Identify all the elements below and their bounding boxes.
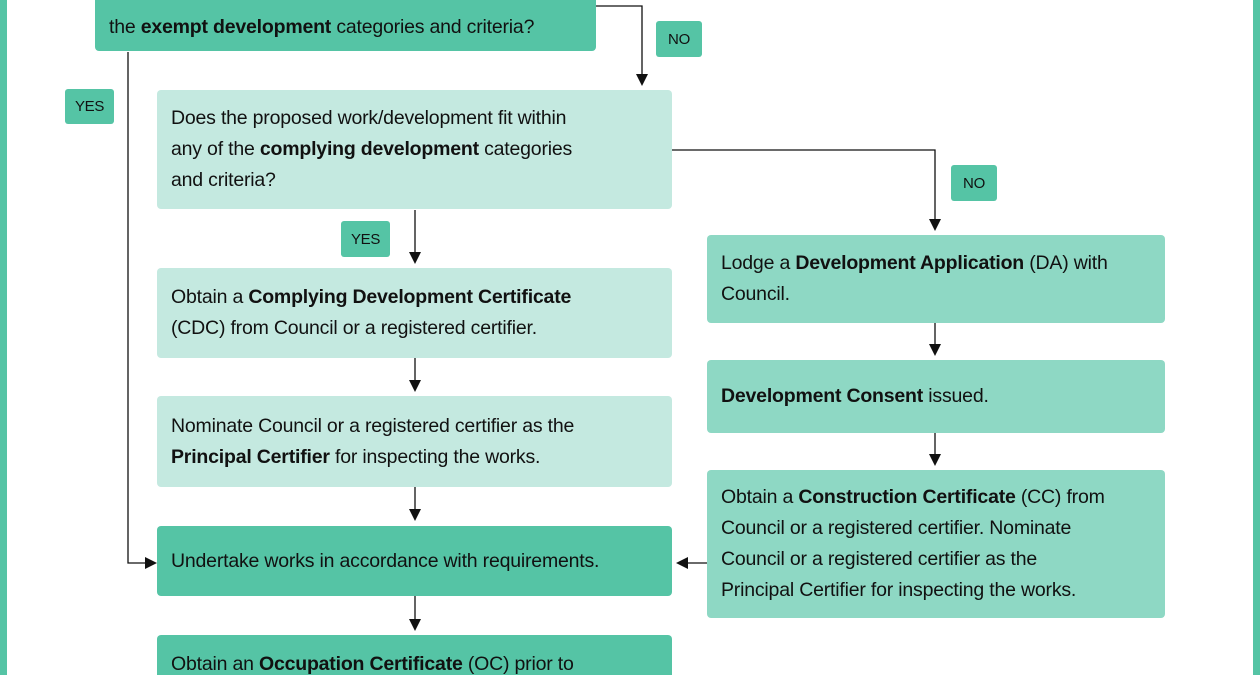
step-construction-certificate: Obtain a Construction Certificate (CC) f…: [707, 470, 1165, 618]
connector-exempt-yes: [127, 52, 145, 564]
step-text-line: Development Consent issued.: [721, 385, 989, 407]
arrowhead-oc: [409, 619, 421, 631]
step-text-line: Nominate Council or a registered certifi…: [171, 414, 575, 437]
step-text-line: Principal Certifier for inspecting the w…: [171, 445, 541, 468]
step-text-line: Council.: [721, 283, 790, 305]
step-text-line: Does the proposed work/development fit w…: [171, 107, 567, 129]
arrowhead-undertake-right: [676, 557, 688, 569]
step-text-line: Council or a registered certifier. Nomin…: [721, 517, 1072, 539]
yes-label-middle: YES: [341, 221, 390, 257]
left-border: [0, 0, 7, 675]
step-text-line: Principal Certifier for inspecting the w…: [721, 579, 1077, 601]
connector-exempt-no: [596, 5, 643, 74]
step-obtain-cdc: Obtain a Complying Development Certifica…: [157, 268, 672, 358]
no-label-right: NO: [951, 165, 997, 201]
step-nominate-principal-certifier: Nominate Council or a registered certifi…: [157, 396, 672, 487]
emphasis-term: complying development: [259, 138, 479, 160]
step-text-line: (CDC) from Council or a registered certi…: [171, 317, 537, 339]
step-text-line: Undertake works in accordance with requi…: [171, 549, 600, 572]
emphasis-term: Occupation Certificate: [258, 653, 463, 675]
emphasis-term: Development Application: [795, 252, 1025, 274]
step-development-application: Lodge a Development Application (DA) wit…: [707, 235, 1165, 323]
arrowhead-da: [929, 219, 941, 231]
step-text: the exempt development categories and cr…: [109, 16, 535, 38]
step-exempt-question: the exempt development categories and cr…: [95, 0, 596, 51]
arrowhead-undertake-top: [409, 509, 421, 521]
step-text-line: Obtain a Construction Certificate (CC) f…: [721, 486, 1105, 508]
arrowhead-undertake-left: [145, 557, 157, 569]
emphasis-term: exempt development: [140, 16, 332, 38]
yes-label-left: YES: [65, 89, 114, 124]
no-label-top: NO: [656, 21, 702, 57]
step-text-line: Obtain a Complying Development Certifica…: [171, 286, 572, 308]
step-undertake-works: Undertake works in accordance with requi…: [157, 526, 672, 596]
emphasis-term: Principal Certifier: [171, 445, 330, 468]
step-text-line: any of the complying development categor…: [171, 138, 573, 160]
step-text-line: Obtain an Occupation Certificate (OC) pr…: [171, 653, 574, 675]
step-text-line: Council or a registered certifier as the: [721, 548, 1038, 570]
connector-complying-no: [672, 149, 936, 219]
right-border: [1253, 0, 1260, 675]
arrowhead-consent: [929, 344, 941, 356]
arrowhead-principal: [409, 380, 421, 392]
arrowhead-cc: [929, 454, 941, 466]
step-text-line: Lodge a Development Application (DA) wit…: [721, 252, 1108, 274]
step-development-consent: Development Consent issued.: [707, 360, 1165, 433]
arrowhead-complying: [636, 74, 648, 86]
emphasis-term: Construction Certificate: [798, 486, 1016, 508]
emphasis-term: Development Consent: [721, 385, 924, 407]
step-complying-question: Does the proposed work/development fit w…: [157, 90, 672, 209]
step-text-line: and criteria?: [171, 169, 276, 191]
step-occupation-certificate: Obtain an Occupation Certificate (OC) pr…: [157, 635, 672, 675]
emphasis-term: Complying Development Certificate: [248, 286, 572, 308]
arrowhead-cdc: [409, 252, 421, 264]
